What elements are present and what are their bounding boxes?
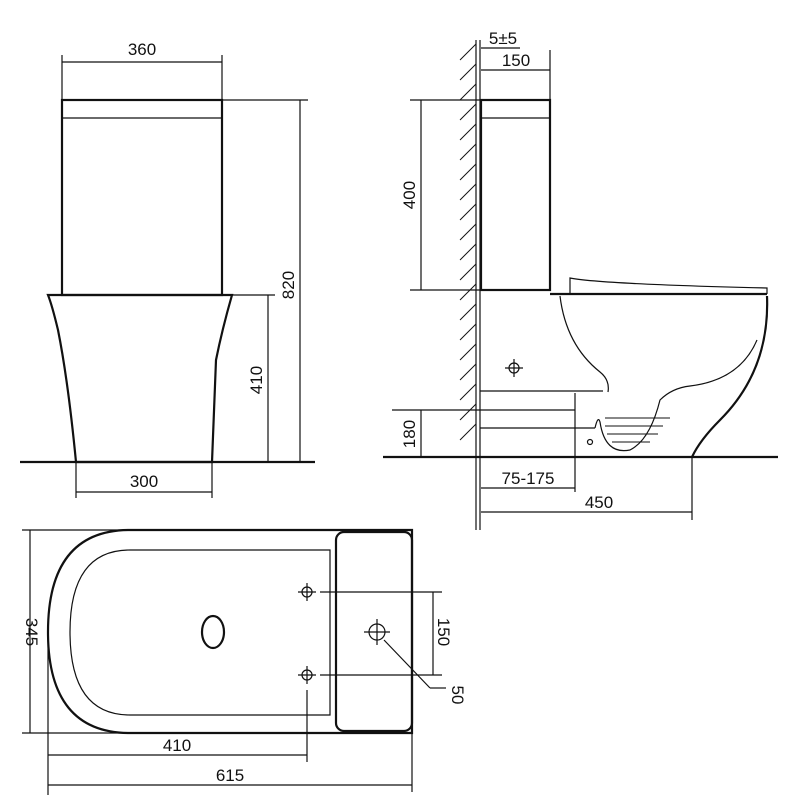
dim-300: 300 bbox=[130, 472, 158, 491]
top-view: 345 150 50 410 615 bbox=[22, 528, 467, 795]
seat-lid bbox=[569, 277, 768, 294]
tank-front bbox=[60, 98, 224, 297]
bowl-front bbox=[46, 293, 234, 464]
dim-360: 360 bbox=[128, 40, 156, 59]
dim-180: 180 bbox=[400, 420, 419, 448]
dim-75-175: 75-175 bbox=[502, 469, 555, 488]
bowl-outline-top bbox=[46, 528, 414, 735]
flush-hole bbox=[200, 614, 226, 650]
side-view: 5±5 150 400 180 75-175 450 bbox=[383, 29, 778, 530]
dim-820: 820 bbox=[279, 271, 298, 299]
dim-410-front: 410 bbox=[247, 366, 266, 394]
dim-345: 345 bbox=[22, 618, 41, 646]
dim-450: 450 bbox=[585, 493, 613, 512]
dim-615: 615 bbox=[216, 766, 244, 785]
tank-side bbox=[479, 98, 552, 292]
fixing-hole-crosshair-icon bbox=[297, 582, 317, 602]
inlet-crosshair-icon bbox=[504, 358, 524, 378]
dim-150-side: 150 bbox=[502, 51, 530, 70]
dim-50: 50 bbox=[448, 686, 467, 705]
dim-410-top: 410 bbox=[163, 736, 191, 755]
bowl-back bbox=[691, 295, 769, 458]
front-view: 360 820 410 300 bbox=[20, 40, 315, 498]
fixing-hole-crosshair-icon bbox=[297, 665, 317, 685]
wall-hatch bbox=[459, 43, 477, 441]
dim-400: 400 bbox=[400, 181, 419, 209]
seat-top bbox=[69, 549, 331, 716]
dim-5pm5: 5±5 bbox=[489, 29, 517, 48]
tank-top bbox=[334, 530, 414, 733]
bowl-rim bbox=[559, 295, 609, 393]
dim-150-top: 150 bbox=[434, 618, 453, 646]
